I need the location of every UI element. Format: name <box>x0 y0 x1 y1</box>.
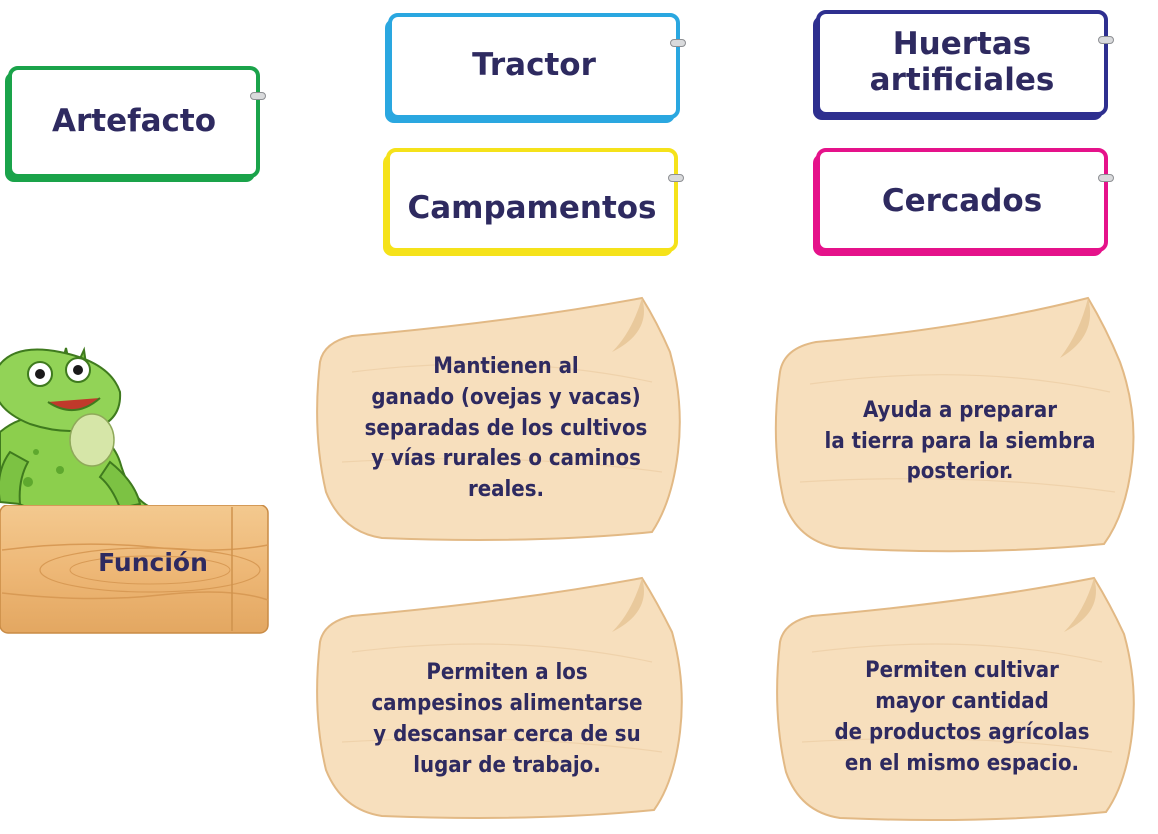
paper-clip-icon <box>668 174 684 183</box>
card-tractor[interactable]: Tractor <box>388 13 686 119</box>
paper-clip-icon <box>670 39 686 48</box>
paper-clip-icon <box>250 92 266 101</box>
card-cercados-label: Cercados <box>881 183 1043 220</box>
plaque-cercados-function[interactable]: Mantienen al ganado (ovejas y vacas) sep… <box>312 292 700 552</box>
function-label: Función <box>98 548 208 577</box>
plaque-cercados-text: Mantienen al ganado (ovejas y vacas) sep… <box>364 354 648 503</box>
card-campamentos[interactable]: Campamentos <box>386 148 684 252</box>
card-cercados[interactable]: Cercados <box>816 148 1114 252</box>
card-artefacto[interactable]: Artefacto <box>8 66 266 178</box>
card-tractor-label: Tractor <box>472 47 596 84</box>
card-huertas-label: Huertas artificiales <box>869 26 1055 98</box>
card-campamentos-label: Campamentos <box>407 190 657 227</box>
plaque-huertas-text: Permiten cultivar mayor cantidad de prod… <box>834 658 1090 776</box>
plaque-campamentos-function[interactable]: Permiten a los campesinos alimentarse y … <box>312 572 702 826</box>
plaque-tractor-function[interactable]: Ayuda a preparar la tierra para la siemb… <box>770 292 1150 562</box>
function-board <box>0 505 269 634</box>
plaque-tractor-text: Ayuda a preparar la tierra para la siemb… <box>824 397 1096 485</box>
plaque-huertas-function[interactable]: Permiten cultivar mayor cantidad de prod… <box>772 572 1152 826</box>
paper-clip-icon <box>1098 36 1114 45</box>
plaque-campamentos-text: Permiten a los campesinos alimentarse y … <box>371 660 643 778</box>
iguana-mascot <box>0 346 154 514</box>
card-artefacto-label: Artefacto <box>51 103 217 140</box>
card-huertas[interactable]: Huertas artificiales <box>816 10 1114 116</box>
paper-clip-icon <box>1098 174 1114 183</box>
